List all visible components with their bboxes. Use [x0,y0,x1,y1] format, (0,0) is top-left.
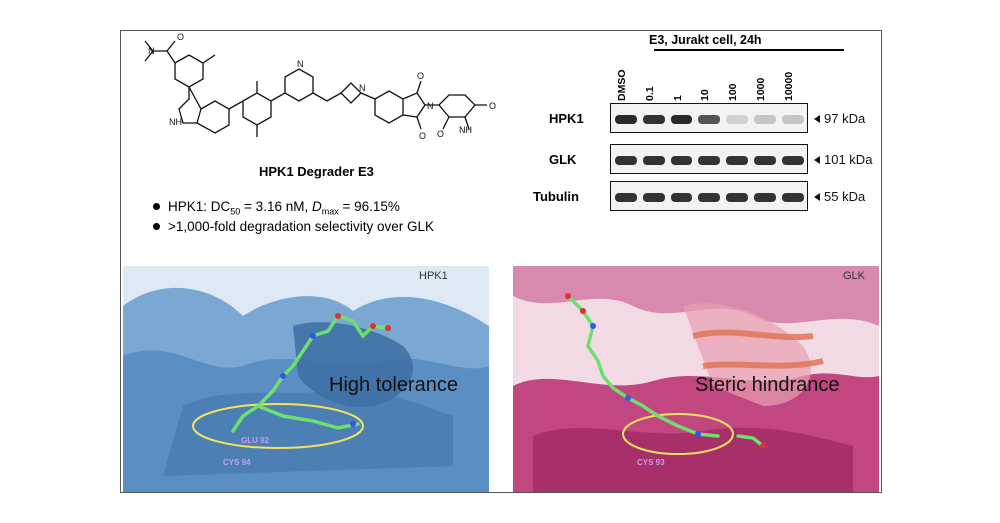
residue-label: CYS 94 [223,458,251,467]
bullet-hpk1-potency: HPK1: DC50 = 3.16 nM, Dmax = 96.15% [153,199,400,217]
panel-tag-hpk1: HPK1 [419,270,448,282]
blot-band [642,193,665,203]
blot-band [754,193,776,203]
residue-label: GLU 92 [241,436,270,445]
lane-label: 1 [671,95,684,101]
blot-mw-text: 97 kDa [824,111,866,126]
bullet-dot [153,202,160,210]
lane-label: DMSO [616,69,628,102]
blot-band [615,156,637,166]
atom-n-azetidine: N [359,83,366,93]
blot-strip [610,181,808,211]
blot-band [642,115,665,125]
blot-bracket-line [654,49,844,51]
blot-band [698,193,721,203]
blot-band [615,193,637,203]
lane-label: 0.1 [643,86,656,101]
blot-band [726,156,748,166]
caption-steric-hindrance: Steric hindrance [695,374,840,396]
blot-strip [610,103,808,133]
caption-high-tolerance: High tolerance [329,374,458,396]
blot-band [615,115,637,125]
blot-header: E3, Jurakt cell, 24h [649,33,762,47]
atom-n-amide: N [148,46,155,56]
atom-nh-glutarimide: NH [459,125,472,135]
panel-tag-glk: GLK [843,270,866,282]
lane-label: 10 [699,89,712,101]
blot-band [726,193,748,203]
blot-band [781,156,804,166]
arrow-left-icon [814,192,820,201]
atom-o-glutarimide-2: O [437,129,444,139]
lane-label: 1000 [755,77,767,101]
blot-band [670,156,693,166]
blot-band [754,156,776,166]
blot-band [698,115,721,125]
blot-mw-label: 55 kDa [814,189,865,204]
blot-mw-text: 55 kDa [824,189,866,204]
figure-panel: N O NH N N O O N NH O O HPK1 Degrader E3… [120,30,882,493]
atom-o-imide-top: O [417,71,424,81]
residue-label: CYS 93 [637,458,665,467]
docking-panel-glk: GLK Steric hindrance CYS 93 [513,266,879,492]
blot-band [754,115,776,125]
atom-nh-pyrrole: NH [169,117,182,127]
blot-band [698,156,721,166]
atom-o-amide: O [177,33,184,42]
arrow-left-icon [814,155,820,164]
blot-strip [610,144,808,174]
atom-o-glutarimide: O [489,101,496,111]
blot-row-label: Tubulin [533,189,579,204]
chemical-structure: N O NH N N O O N NH O O [144,33,496,141]
blot-band [642,156,665,166]
atom-n-piperidine: N [297,59,304,69]
blot-band [781,193,804,203]
compound-title: HPK1 Degrader E3 [259,164,374,179]
blot-mw-label: 101 kDa [814,152,872,167]
arrow-left-icon [814,114,820,123]
lane-label: 100 [727,83,740,101]
blot-mw-label: 97 kDa [814,111,865,126]
blot-row-label: GLK [549,152,577,167]
docking-image-glk [513,266,879,492]
docking-panel-hpk1: HPK1 High tolerance GLU 92 CYS 94 [123,266,489,492]
blot-band [726,115,748,125]
blot-band [670,193,693,203]
blot-band [781,115,804,125]
blot-band [670,115,693,125]
bullet-selectivity: >1,000-fold degradation selectivity over… [153,219,434,234]
atom-n-imide: N [427,101,434,111]
blot-mw-text: 101 kDa [824,152,873,167]
docking-image-hpk1 [123,266,489,492]
bullet-dot [153,222,160,230]
blot-row-label: HPK1 [549,111,584,126]
lane-label: 10000 [782,71,795,101]
atom-o-imide-bottom: O [419,131,426,141]
